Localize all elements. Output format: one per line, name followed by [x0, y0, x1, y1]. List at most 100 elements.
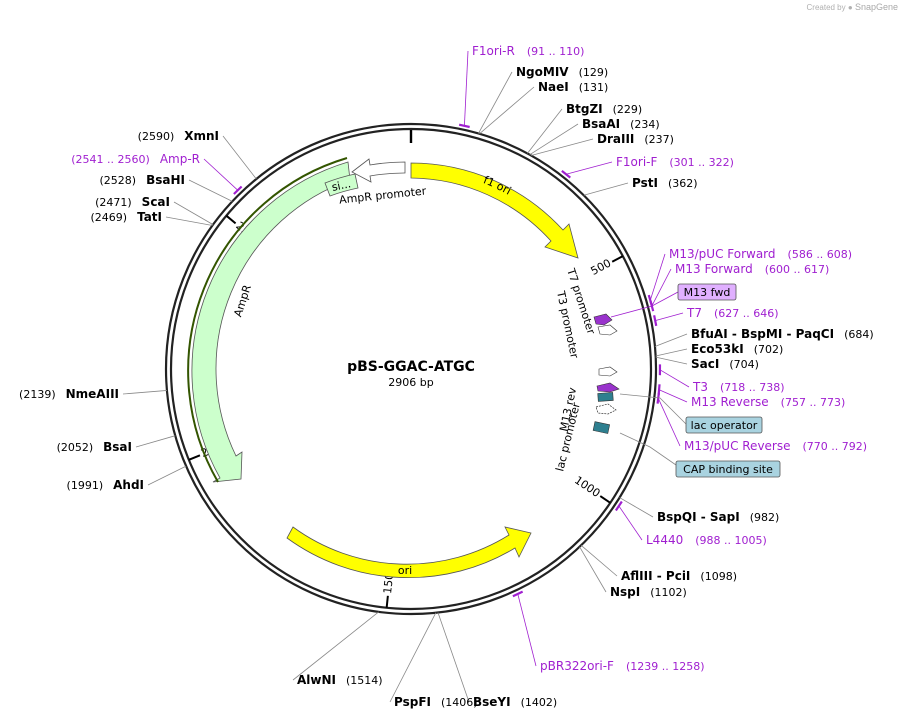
enzyme-leader-afliii-pcii	[580, 544, 618, 577]
enzyme-name: NaeI	[538, 80, 569, 94]
enzyme-leader-bsai	[135, 435, 176, 448]
enzyme-position: (2528)	[100, 174, 137, 187]
primer-leader-l4440	[618, 505, 643, 541]
enzyme-site-bsaai[interactable]: BsaAI (234)	[582, 117, 660, 131]
enzyme-name: BsaAI	[582, 117, 620, 131]
feature-label-ampr: AmpR	[231, 283, 254, 319]
boxed-lac-operator[interactable]: lac operator	[685, 416, 763, 434]
enzyme-leader-tati	[165, 216, 213, 226]
primer-leader-t7	[655, 312, 684, 321]
primer-site-m13-puc-reverse[interactable]: M13/pUC Reverse(770 .. 792)	[684, 439, 867, 453]
feature-label-ori: ori	[398, 564, 412, 577]
enzyme-site-nspi[interactable]: NspI(1102)	[610, 585, 687, 599]
enzyme-site-tati[interactable]: TatI(2469)	[90, 210, 162, 224]
enzyme-site-psti[interactable]: PstI(362)	[632, 176, 698, 190]
primer-name: L4440	[646, 533, 683, 547]
feature-f1-ori[interactable]	[410, 162, 579, 259]
enzyme-leader-bfuai-bspmi-paqci	[654, 333, 688, 347]
primer-site-f1ori-r[interactable]: F1ori-R(91 .. 110)	[472, 44, 584, 58]
primer-site-f1ori-f[interactable]: F1ori-F(301 .. 322)	[616, 155, 734, 169]
enzyme-site-ngomiv[interactable]: NgoMIV(129)	[516, 65, 608, 79]
primer-range: (1239 .. 1258)	[626, 660, 705, 673]
feature-ampr-strand	[187, 157, 348, 483]
enzyme-name: NmeAIII	[66, 387, 119, 401]
primer-mark-f1ori-f	[561, 170, 571, 179]
enzyme-leader-bspqi-sapi	[619, 497, 654, 518]
enzyme-site-nmeaiii[interactable]: NmeAIII(2139)	[19, 387, 119, 401]
primer-leader-m13-puc-forward	[649, 253, 666, 301]
boxed-m13-fwd[interactable]: M13 fwd	[677, 283, 737, 301]
enzyme-site-draiii[interactable]: DraIII(237)	[597, 132, 674, 146]
enzyme-site-scai[interactable]: ScaI(2471)	[95, 195, 170, 209]
enzyme-site-naei[interactable]: NaeI(131)	[538, 80, 608, 94]
feature-lac-operator-mark[interactable]	[597, 392, 614, 402]
enzyme-site-saci[interactable]: SacI(704)	[691, 357, 759, 371]
feature-lac-promoter-mark[interactable]	[595, 403, 617, 415]
enzyme-site-pspfi[interactable]: PspFI(1406)	[394, 695, 478, 709]
enzyme-site-bseyi[interactable]: BseYI(1402)	[473, 695, 557, 709]
snapgene-logo-icon: ●	[847, 3, 853, 12]
enzyme-position: (684)	[844, 328, 874, 341]
enzyme-name: BfuAI - BspMI - PaqCI	[691, 327, 834, 341]
primer-site-m13-reverse[interactable]: M13 Reverse(757 .. 773)	[691, 395, 845, 409]
enzyme-site-alwni[interactable]: AlwNI(1514)	[297, 673, 383, 687]
primer-leader-t3	[659, 369, 690, 388]
enzyme-site-xmni[interactable]: XmnI(2590)	[138, 129, 219, 143]
primer-site-m13-forward[interactable]: M13 Forward(600 .. 617)	[675, 262, 829, 276]
primer-mark-m13-puc-reverse	[656, 392, 660, 404]
primer-leader-m13-reverse	[658, 389, 688, 403]
enzyme-leader-nmeaiii	[122, 390, 167, 395]
plasmid-name: pBS-GGAC-ATGC	[347, 359, 475, 375]
feature-signal-sequence[interactable]	[324, 173, 359, 197]
feature-label-lac-promoter: lac promoter	[553, 401, 583, 473]
primer-site-m13-puc-forward[interactable]: M13/pUC Forward(586 .. 608)	[669, 247, 852, 261]
primer-site-t3[interactable]: T3(718 .. 738)	[692, 380, 785, 394]
enzyme-site-bsai[interactable]: BsaI(2052)	[57, 440, 132, 454]
primer-range: (600 .. 617)	[765, 263, 830, 276]
feature-t7-promoter-mark[interactable]	[593, 313, 613, 326]
enzyme-position: (234)	[630, 118, 660, 131]
enzyme-position: (1991)	[67, 479, 104, 492]
feature-ampr[interactable]	[191, 161, 351, 483]
boxed-m13-fwd-label: M13 fwd	[684, 286, 731, 299]
feature-ori[interactable]	[286, 526, 532, 579]
enzyme-leader-alwni	[292, 611, 380, 681]
enzyme-leader-saci	[655, 356, 688, 365]
enzyme-site-bsahi[interactable]: BsaHI(2528)	[100, 173, 185, 187]
tick-2000	[188, 454, 201, 461]
enzyme-position: (982)	[750, 511, 780, 524]
enzyme-position: (2052)	[57, 441, 94, 454]
enzyme-site-ahdi[interactable]: AhdI(1991)	[67, 478, 144, 492]
primer-site-pbr322ori-f[interactable]: pBR322ori-F(1239 .. 1258)	[540, 659, 705, 673]
feature-t3-promoter-mark[interactable]	[597, 324, 618, 336]
enzyme-site-btgzi[interactable]: BtgZI(229)	[566, 102, 642, 116]
enzyme-site-bfuai-bspmi-paqci[interactable]: BfuAI - BspMI - PaqCI (684)	[691, 327, 874, 341]
enzyme-position: (704)	[729, 358, 759, 371]
credit-prefix: Created by	[806, 3, 846, 12]
enzyme-leader-bsahi	[188, 179, 233, 202]
feature-cap-site-mark[interactable]	[592, 421, 611, 434]
boxed-cap-binding-site[interactable]: CAP binding site	[675, 460, 781, 478]
enzyme-leader-naei	[479, 86, 535, 135]
enzyme-site-bspqi-sapi[interactable]: BspQI - SapI(982)	[657, 510, 779, 524]
primer-site-l4440[interactable]: L4440(988 .. 1005)	[646, 533, 767, 547]
backbone-inner-ring	[169, 127, 653, 611]
boxed-m13-fwd-bg	[677, 283, 737, 301]
enzyme-site-eco53ki[interactable]: Eco53kI(702)	[691, 342, 783, 356]
primer-leader-amp-r	[203, 158, 238, 191]
primer-range: (2541 .. 2560)	[71, 153, 150, 166]
feature-ampr-promoter[interactable]	[351, 158, 406, 183]
primer-site-amp-r[interactable]: Amp-R (2541 .. 2560)	[71, 152, 200, 166]
feature-m13-rev-mark[interactable]	[596, 382, 620, 393]
enzyme-position: (229)	[613, 103, 643, 116]
tick-2500	[225, 214, 237, 225]
enzyme-site-afliii-pcii[interactable]: AflIII - PciI(1098)	[621, 569, 737, 583]
primer-leader-m13-puc-reverse	[657, 398, 681, 447]
boxed-cap-binding-site-bg	[675, 460, 781, 478]
primer-name: Amp-R	[160, 152, 200, 166]
enzyme-leader-xmni	[222, 135, 257, 180]
enzyme-name: PstI	[632, 176, 658, 190]
enzyme-name: ScaI	[142, 195, 170, 209]
primer-site-t7[interactable]: T7(627 .. 646)	[686, 306, 779, 320]
